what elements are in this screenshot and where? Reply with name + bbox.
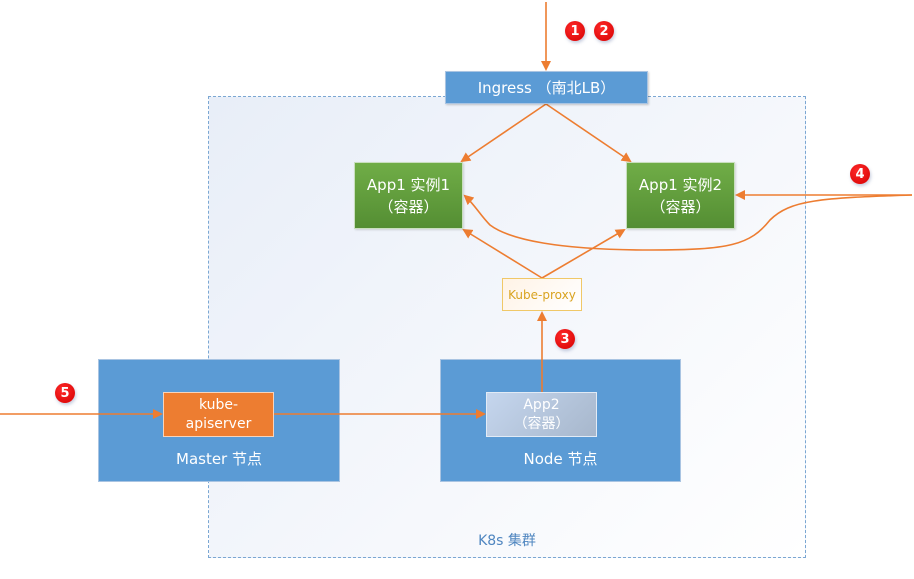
step-badge-5: 5 [55,383,75,403]
app1-instance1-box[interactable]: App1 实例1 （容器） [354,162,463,229]
app2-title: App2 [523,396,560,413]
kube-proxy-label: Kube-proxy [508,287,576,302]
master-node-label: Master 节点 [176,450,262,468]
app1-instance2-title: App1 实例2 [638,175,723,194]
kube-apiserver-line2: apiserver [185,415,252,432]
step-badge-3: 3 [555,329,575,349]
app1-instance1-subtitle: （容器） [378,197,439,216]
worker-node-label: Node 节点 [523,450,598,468]
step-badge-1: 1 [565,21,585,41]
arrow-ingress-to-app1-instance2 [545,103,632,163]
master-node-box[interactable]: Master 节点 [98,359,340,482]
arrow-kubeproxy-to-app1-instance1 [462,228,543,279]
app1-instance2-subtitle: （容器） [650,197,711,216]
arrow-external-curve-to-app1-instance1 [463,194,913,251]
kube-apiserver-line1: kube- [198,396,239,413]
kube-proxy-box[interactable]: Kube-proxy [502,278,582,311]
step-badge-2: 2 [594,21,614,41]
arrow-ingress-to-app1-instance1 [460,103,547,163]
k8s-cluster-label: K8s 集群 [478,533,536,549]
step-badge-4: 4 [850,164,870,184]
app1-instance1-title: App1 实例1 [366,175,451,194]
app1-instance2-box[interactable]: App1 实例2 （容器） [626,162,735,229]
ingress-box[interactable]: Ingress （南北LB） [445,71,648,104]
kube-apiserver-box[interactable]: kube- apiserver [163,392,274,437]
ingress-label: Ingress （南北LB） [477,78,616,97]
app2-subtitle: （容器） [513,415,570,432]
arrow-kubeproxy-to-app1-instance2 [541,228,626,279]
app2-container-box[interactable]: App2 （容器） [486,392,597,437]
